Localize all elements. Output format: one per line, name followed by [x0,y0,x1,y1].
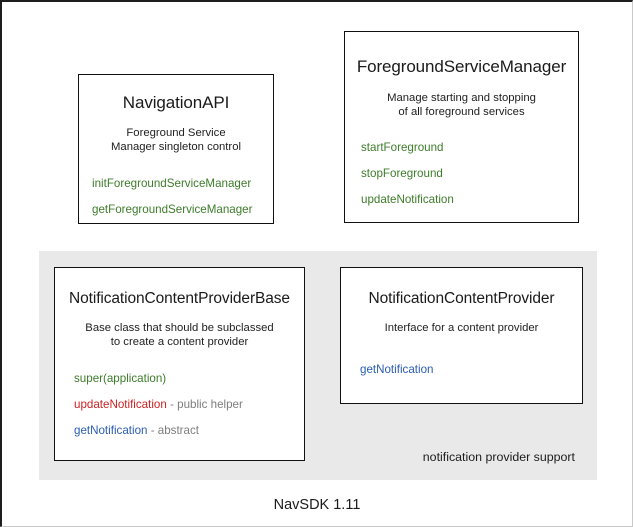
member-name: getForegroundServiceManager [92,203,253,216]
member-list-foreground-service-manager: startForeground stopForeground updateNot… [345,140,578,207]
member-note: - public helper [166,398,243,411]
member-list-notification-content-provider: getNotification [341,362,582,377]
class-box-notification-content-provider[interactable]: NotificationContentProvider Interface fo… [340,267,583,404]
member-item[interactable]: startForeground [361,140,578,155]
member-item[interactable]: getNotification - abstract [74,423,304,438]
class-title-foreground-service-manager: ForegroundServiceManager [356,57,567,76]
member-item[interactable]: initForegroundServiceManager [92,176,273,191]
class-box-notification-content-provider-base[interactable]: NotificationContentProviderBase Base cla… [54,267,305,461]
member-item[interactable]: updateNotification - public helper [74,397,304,412]
member-item[interactable]: getNotification [360,362,582,377]
member-name: super(application) [74,372,167,385]
member-note: - abstract [147,424,200,437]
member-name: getNotification [74,424,148,437]
member-item[interactable]: updateNotification [361,192,578,207]
member-item[interactable]: getForegroundServiceManager [92,202,273,217]
member-list-notification-content-provider-base: super(application) updateNotification - … [55,371,304,438]
member-name: stopForeground [361,167,443,180]
class-description-foreground-service-manager: Manage starting and stopping of all fore… [345,91,578,119]
member-name: startForeground [361,141,444,154]
class-title-notification-content-provider: NotificationContentProvider [368,290,555,307]
footer-version-label: NavSDK 1.11 [273,497,361,513]
member-item[interactable]: stopForeground [361,166,578,181]
member-name: updateNotification [361,193,454,206]
class-box-foreground-service-manager[interactable]: ForegroundServiceManager Manage starting… [344,31,579,223]
class-description-line: to create a content provider [110,336,249,348]
class-description-line: Manage starting and stopping [387,92,536,104]
class-description-line: Foreground Service [126,127,226,139]
class-box-navigation-api[interactable]: NavigationAPI Foreground Service Manager… [78,74,274,224]
member-name: getNotification [360,363,434,376]
class-description-line: Manager singleton control [111,141,241,153]
class-description-notification-content-provider: Interface for a content provider [341,321,582,335]
class-description-navigation-api: Foreground Service Manager singleton con… [79,126,273,154]
member-name: initForegroundServiceManager [92,177,252,190]
member-name: updateNotification [74,398,167,411]
class-description-line: Interface for a content provider [384,322,539,334]
class-description-notification-content-provider-base: Base class that should be subclassed to … [55,321,304,349]
class-description-line: of all foreground services [398,106,525,118]
provider-support-panel-label: notification provider support [422,450,575,464]
class-description-line: Base class that should be subclassed [85,322,274,334]
class-title-notification-content-provider-base: NotificationContentProviderBase [69,290,290,307]
member-item[interactable]: super(application) [74,371,304,386]
provider-support-panel: NotificationContentProviderBase Base cla… [39,251,597,480]
class-title-navigation-api: NavigationAPI [122,93,230,112]
member-list-navigation-api: initForegroundServiceManager getForegrou… [79,176,273,217]
